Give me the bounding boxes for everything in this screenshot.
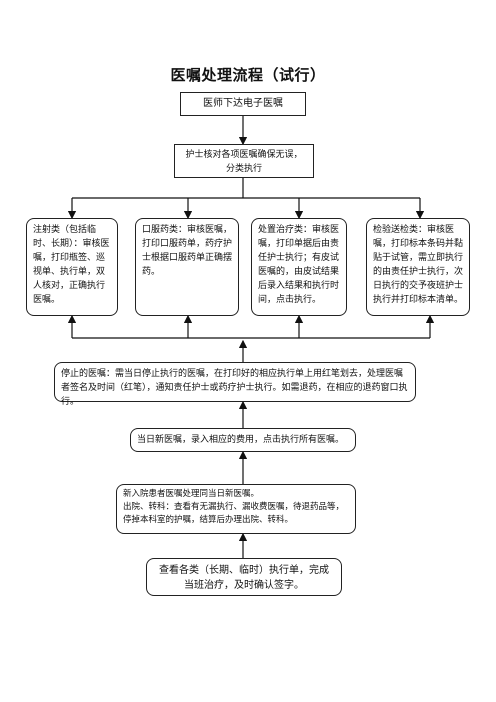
- new-order-box: 当日新医嘱，录入相应的费用，点击执行所有医嘱。: [130, 428, 356, 452]
- oral-box: 口服药类：审核医嘱，打印口服药单，药疗护士根据口服药单正确摆药。: [135, 218, 239, 316]
- admission-line-1: 新入院患者医嘱处理同当日新医嘱。: [123, 489, 260, 499]
- injection-box: 注射类（包括临时、长期）：审核医嘱，打印瓶签、巡视单、执行单，双人核对，正确执行…: [26, 218, 118, 316]
- injection-text: 注射类（包括临时、长期）：审核医嘱，打印瓶签、巡视单、执行单，双人核对，正确执行…: [33, 225, 110, 305]
- admission-box: 新入院患者医嘱处理同当日新医嘱。 出院、转科：查看有无漏执行、漏收费医嘱，待退药…: [116, 484, 356, 534]
- stop-order-box: 停止的医嘱：需当日停止执行的医嘱，在打印好的相应执行单上用红笔划去，处理医嘱者签…: [54, 362, 416, 407]
- admission-line-2: 出院、转科：查看有无漏执行、漏收费医嘱，待退药品等，停掉本科室的护嘱，结算后办理…: [123, 502, 345, 525]
- nurse-check-line-2: 分类执行: [225, 164, 262, 174]
- nurse-check-box: 护士核对各项医嘱确保无误， 分类执行: [174, 144, 314, 178]
- final-line-2: 当班治疗，及时确认签字。: [184, 580, 304, 591]
- oral-text: 口服药类：审核医嘱，打印口服药单，药疗护士根据口服药单正确摆药。: [142, 225, 233, 277]
- new-order-text: 当日新医嘱，录入相应的费用，点击执行所有医嘱。: [137, 435, 345, 445]
- nurse-check-line-1: 护士核对各项医嘱确保无误，: [185, 150, 303, 160]
- doctor-order-text: 医师下达电子医嘱: [203, 98, 283, 109]
- lab-box: 检验送检类：审核医嘱，打印标本条码并黏贴于试管，需立即执行的由责任护士执行，次日…: [366, 218, 470, 316]
- stop-order-text: 停止的医嘱：需当日停止执行的医嘱，在打印好的相应执行单上用红笔划去，处理医嘱者签…: [61, 369, 408, 407]
- lab-text: 检验送检类：审核医嘱，打印标本条码并黏贴于试管，需立即执行的由责任护士执行，次日…: [373, 225, 464, 305]
- page-title: 医嘱处理流程（试行）: [170, 66, 326, 84]
- treatment-box: 处置治疗类：审核医嘱，打印单据后由责任护士执行；有皮试医嘱的，由皮试结果后录入结…: [251, 218, 347, 316]
- final-check-box: 查看各类（长期、临时）执行单，完成 当班治疗，及时确认签字。: [146, 558, 342, 596]
- final-line-1: 查看各类（长期、临时）执行单，完成: [159, 565, 329, 576]
- treatment-text: 处置治疗类：审核医嘱，打印单据后由责任护士执行；有皮试医嘱的，由皮试结果后录入结…: [258, 225, 340, 305]
- doctor-order-box: 医师下达电子医嘱: [180, 92, 306, 116]
